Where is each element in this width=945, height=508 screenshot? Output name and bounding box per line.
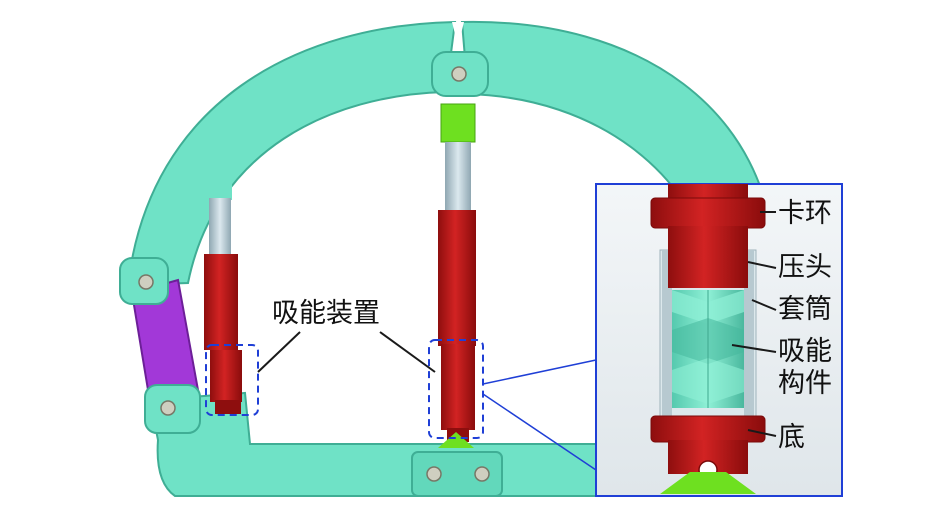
absorber-label: 吸能装置 — [272, 298, 380, 329]
callout-line-center — [379, 331, 436, 373]
zoom-line-top — [482, 359, 597, 385]
left-strut-top-cap — [206, 184, 232, 200]
label-absorber-line2: 构件 — [778, 368, 832, 399]
leader-absorber — [731, 344, 777, 353]
left-strut-rod — [209, 198, 231, 256]
label-base: 底 — [778, 422, 805, 453]
label-sleeve: 套筒 — [778, 294, 832, 325]
left-strut — [204, 184, 242, 414]
detail-inset: 卡环 压头 套筒 吸能 构件 底 — [595, 183, 843, 497]
pin-icon — [138, 274, 154, 290]
pin-icon — [474, 466, 490, 482]
inset-base-ring — [650, 415, 766, 443]
center-strut — [438, 103, 476, 448]
inset-absorber-member — [672, 290, 744, 408]
pin-icon — [426, 466, 442, 482]
pin-icon — [451, 66, 467, 82]
inset-clamp-ring — [650, 197, 766, 229]
inset-sleeve-shade — [744, 250, 754, 426]
center-green-mount — [438, 432, 474, 448]
center-strut-upper-body — [438, 210, 476, 346]
inset-press-head-top — [668, 184, 748, 198]
pins — [138, 66, 490, 482]
left-strut-upper-body — [204, 254, 238, 350]
left-strut-lower-body — [210, 350, 242, 402]
leader-base — [747, 429, 777, 437]
center-absorber-highlight — [428, 339, 484, 439]
center-strut-rod — [445, 142, 471, 212]
label-press-head: 压头 — [778, 252, 832, 283]
leader-press-head — [747, 261, 777, 269]
pin-icon — [160, 400, 176, 416]
arch-top-notch — [452, 22, 464, 46]
left-strut-foot — [215, 400, 241, 414]
arch-left — [126, 20, 457, 287]
leader-sleeve — [751, 299, 777, 311]
label-absorber-line1: 吸能 — [778, 336, 832, 367]
label-clamp-ring: 卡环 — [778, 198, 832, 229]
zoom-line-bottom — [482, 393, 597, 471]
left-absorber-highlight — [205, 344, 259, 416]
inset-sleeve-shade — [662, 250, 672, 426]
inset-green-mount — [660, 472, 756, 494]
center-strut-lower-body — [441, 344, 475, 430]
inset-press-head — [668, 226, 748, 288]
base-center-block — [411, 451, 503, 497]
callout-line-left — [257, 331, 301, 373]
center-green-collar — [440, 103, 476, 143]
